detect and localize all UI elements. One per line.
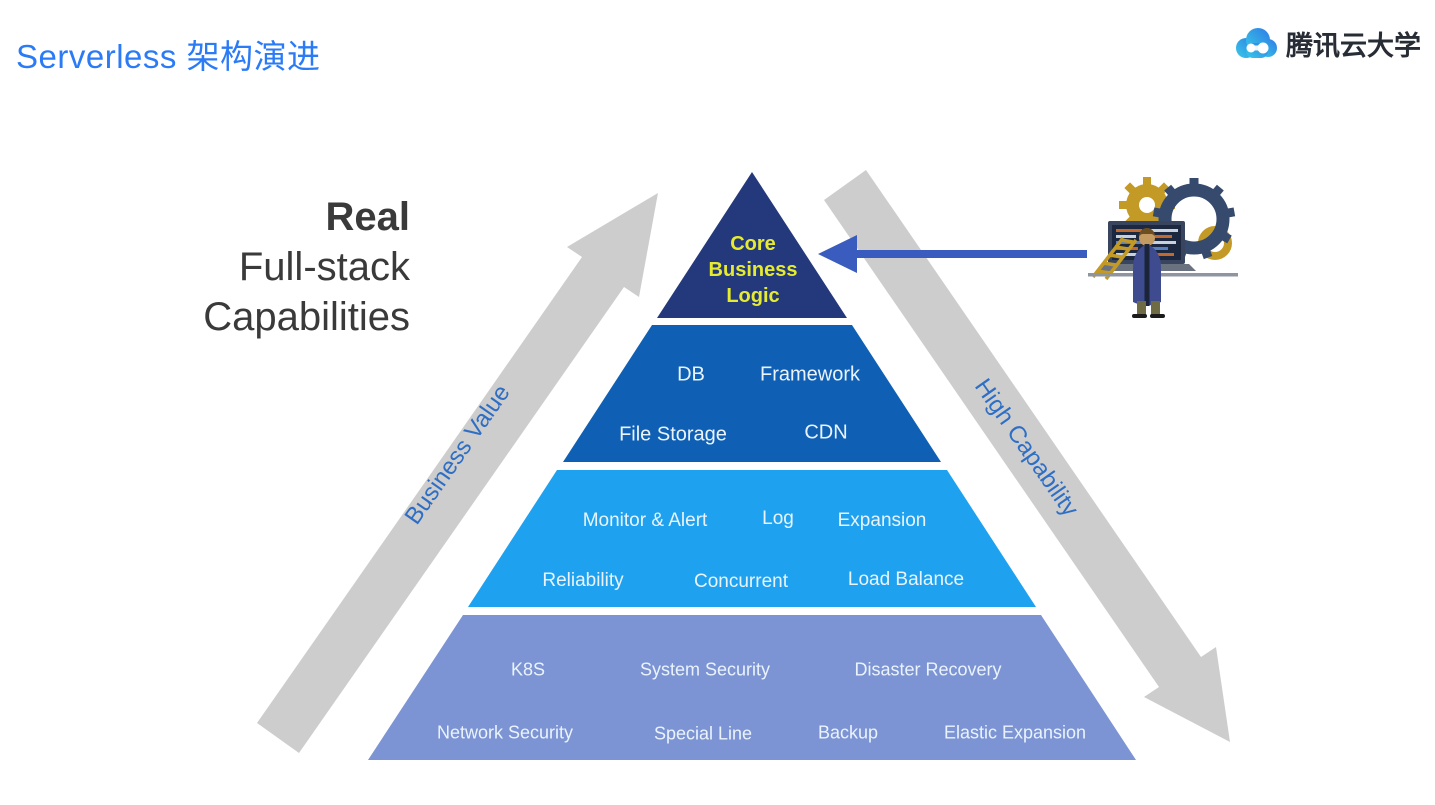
headline-line-3: Capabilities [203,295,410,339]
core-tier-label: Core Business Logic [709,231,798,309]
headline-line-1: Real [325,195,411,239]
label-backup: Backup [817,722,879,743]
label-load-balance: Load Balance [847,569,965,590]
business-value-arrow [257,193,658,753]
label-reliability: Reliability [542,570,624,591]
label-system-security: System Security [639,659,771,680]
brand-logo: 腾讯云大学 [1232,24,1421,63]
tencent-cloud-icon [1236,27,1277,58]
label-file-storage: File Storage [619,423,727,446]
core-line-1: Core [730,233,776,255]
label-special-line: Special Line [653,723,753,744]
label-network-security: Network Security [436,722,574,743]
label-log: Log [762,508,794,529]
core-pointer-arrow-head [818,235,857,273]
desk-line [1088,273,1238,277]
pyramid-tier-backend [563,325,941,462]
label-elastic-expansion: Elastic Expansion [943,722,1087,743]
brand-name: 腾讯云大学 [1286,31,1421,61]
pyramid-tier-operations [468,470,1036,607]
developer-illustration [1088,177,1238,318]
pyramid-tier-infrastructure [368,615,1136,760]
label-cdn: CDN [804,421,848,444]
label-k8s: K8S [510,659,546,680]
core-line-3: Logic [726,285,780,307]
label-disaster-recovery: Disaster Recovery [854,659,1002,680]
label-concurrent: Concurrent [694,571,788,592]
page-title: Serverless 架构演进 [16,38,321,75]
headline: Real Full-stack Capabilities [55,192,410,342]
pyramid-tier-core [657,172,847,318]
label-monitor-alert: Monitor & Alert [582,510,708,531]
high-capability-arrow [824,170,1230,742]
headline-line-2: Full-stack [238,245,410,289]
ladder-icon [1091,236,1138,281]
core-line-2: Business [708,259,798,281]
person-figure [1132,228,1165,318]
label-framework: Framework [759,363,861,386]
label-expansion: Expansion [837,510,927,531]
label-db: DB [677,363,705,386]
